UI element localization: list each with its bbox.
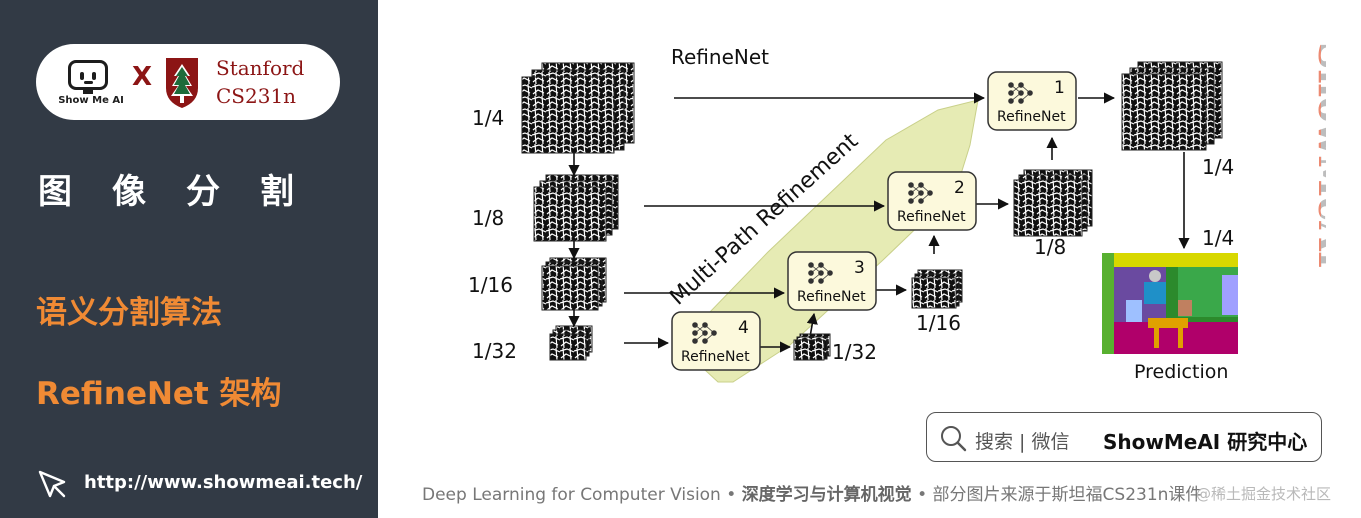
output-stack-thirtysecond [793, 333, 831, 361]
stanford-name: Stanford [216, 56, 305, 80]
refinenet-block-label: RefineNet [681, 349, 750, 365]
stanford-tree-icon [166, 58, 198, 108]
cursor-icon [38, 470, 66, 498]
refinenet-block-3: 3 RefineNet [787, 251, 877, 311]
refinenet-block-label: RefineNet [797, 289, 866, 305]
input-scale-label: 1/32 [472, 339, 517, 363]
prediction-segmentation-map [1102, 253, 1238, 354]
output-scale-label: 1/4 [1202, 155, 1234, 179]
output-scale-label: 1/16 [916, 311, 961, 335]
content-panel: Multi-Path Refinement RefineNet 1/4 1/8 … [378, 0, 1361, 518]
network-icon [908, 182, 933, 204]
website-link[interactable]: http://www.showmeai.tech/ [84, 472, 363, 493]
prediction-label: Prediction [1134, 361, 1228, 383]
course-name: CS231n [216, 84, 297, 108]
input-scale-label: 1/4 [472, 106, 504, 130]
refinenet-block-label: RefineNet [997, 109, 1066, 125]
network-icon [692, 322, 717, 344]
network-icon [1008, 82, 1033, 104]
showmeai-logo: Show Me AI [56, 58, 126, 110]
footer-separator: • [726, 485, 737, 505]
showmeai-vertical-watermark: ShowMeAI [1310, 42, 1326, 269]
section-title: 图像分割 [38, 172, 334, 212]
input-scale-label: 1/8 [472, 206, 504, 230]
input-stack-thirtysecond [549, 325, 593, 361]
juejin-watermark: @稀土掘金技术社区 [1196, 485, 1332, 503]
refinenet-block-4: 4 RefineNet [671, 311, 761, 371]
refinenet-block-number: 2 [954, 178, 965, 198]
refinenet-block-number: 4 [738, 318, 749, 338]
search-icon [941, 426, 967, 452]
topic-title: 语义分割算法 [36, 295, 222, 331]
output-stack-sixteenth [911, 269, 963, 309]
footer-course-cn: 深度学习与计算机视觉 [741, 485, 912, 505]
brand-card: Show Me AI X Stanford CS231n [36, 44, 340, 120]
search-prefix: 搜索 | 微信 [975, 431, 1070, 453]
search-brand: ShowMeAI 研究中心 [1103, 430, 1308, 454]
input-stack-eighth [533, 174, 619, 242]
showmeai-watermark-text: ShowMeAI [1310, 42, 1326, 269]
sidebar: Show Me AI X Stanford CS231n 图像分割 语义分割算法… [0, 0, 378, 518]
footer-separator: • [917, 485, 928, 505]
wechat-search-box[interactable]: 搜索 | 微信 ShowMeAI 研究中心 [926, 412, 1322, 462]
output-scale-label: 1/8 [1034, 235, 1066, 259]
output-stack-eighth [1013, 169, 1093, 237]
result-scale-label: 1/4 [1202, 226, 1234, 250]
refinenet-block-number: 3 [854, 258, 865, 278]
refinenet-block-number: 1 [1054, 78, 1065, 98]
output-stack-quarter [1121, 61, 1223, 151]
network-icon [808, 262, 833, 284]
output-scale-label: 1/32 [832, 340, 877, 364]
refinenet-block-2: 2 RefineNet [887, 171, 977, 231]
refinenet-block-1: 1 RefineNet [987, 71, 1077, 131]
footer-course: Deep Learning for Computer Vision [422, 485, 721, 505]
input-stack-quarter [521, 62, 635, 154]
input-scale-label: 1/16 [468, 273, 513, 297]
footer-credit: 部分图片来源于斯坦福CS231n课件 [932, 485, 1203, 505]
brand-separator: X [132, 62, 153, 92]
refinenet-diagram: Multi-Path Refinement RefineNet 1/4 1/8 … [468, 45, 1238, 383]
subtopic-title: RefineNet 架构 [36, 376, 282, 412]
refinenet-block-label: RefineNet [897, 209, 966, 225]
footer: Deep Learning for Computer Vision • 深度学习… [422, 480, 1202, 505]
input-stack-sixteenth [541, 257, 607, 311]
robot-icon [68, 60, 108, 90]
showmeai-logo-text: Show Me AI [58, 95, 124, 106]
diagram-title: RefineNet [671, 45, 769, 69]
